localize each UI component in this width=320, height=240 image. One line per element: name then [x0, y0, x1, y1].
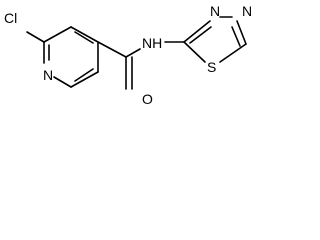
- thiadiazole-nitrogen-left-label: N: [210, 3, 220, 19]
- carbonyl-oxygen-label: O: [142, 91, 153, 107]
- bond-c2-n3-inner: [189, 26, 212, 44]
- bond-inner-c5-c6: [74, 68, 94, 82]
- bond-c6-n1: [53, 76, 72, 88]
- bond-c2-c3: [43, 26, 72, 43]
- pyridine-nitrogen-label: N: [43, 67, 53, 83]
- bond-c5-c6: [70, 71, 99, 88]
- chlorine-label: Cl: [4, 10, 17, 26]
- bond-c3-c4: [70, 26, 99, 43]
- atom-label-layer: Cl N NH O N N S: [4, 3, 252, 107]
- bond-c5-s: [219, 43, 247, 63]
- bond-carbonyl-nh: [125, 48, 141, 58]
- amide-nitrogen-label: NH: [142, 35, 162, 51]
- molecule-structure-diagram: Cl N NH O N N S: [4, 3, 252, 107]
- bond-n4-c5: [236, 20, 247, 45]
- bond-n4-c5-inner: [231, 26, 241, 47]
- bond-s-c2: [183, 41, 206, 63]
- bond-c4-carbonyl: [97, 41, 127, 58]
- bond-c2-cl: [26, 31, 45, 43]
- bond-c2-n3: [183, 20, 211, 43]
- bond-inner-c3-c4: [74, 31, 94, 44]
- thiadiazole-nitrogen-right-label: N: [242, 3, 252, 19]
- thiadiazole-sulfur-label: S: [207, 59, 216, 75]
- bond-layer: [26, 16, 247, 90]
